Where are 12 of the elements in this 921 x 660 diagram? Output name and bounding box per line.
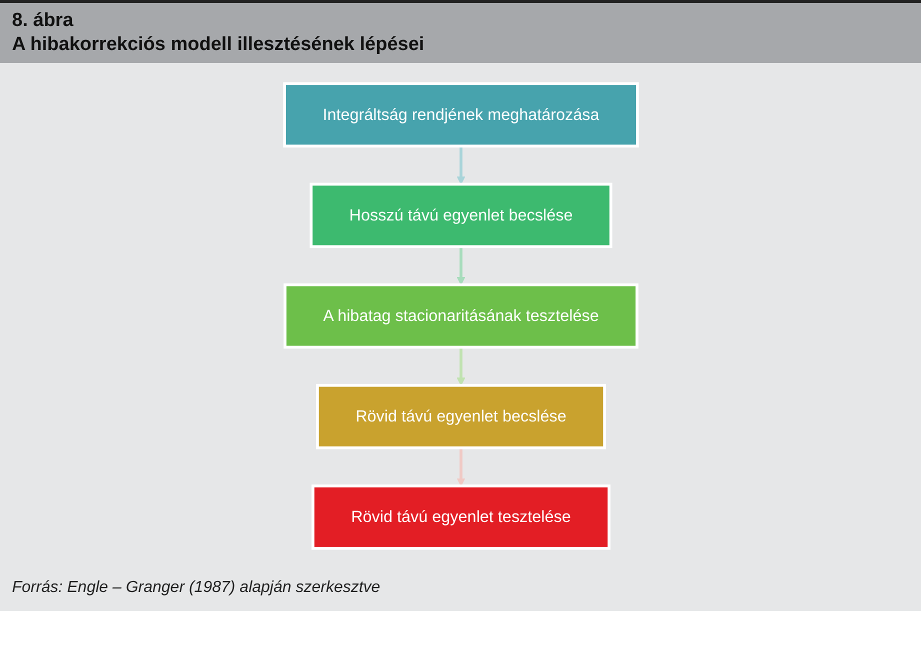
node-box: A hibatag stacionaritásának tesztelése: [283, 283, 638, 349]
figure-number: 8. ábra: [12, 9, 74, 33]
node-box: Integráltság rendjének meghatározása: [282, 82, 638, 148]
arrow: [456, 347, 465, 386]
arrow: [456, 146, 465, 185]
source-caption: Forrás: Engle – Granger (1987) alapján szerkesztve: [12, 579, 380, 596]
arrow: [456, 448, 465, 486]
node-box: Hosszú távú egyenlet becslése: [309, 182, 612, 248]
arrow: [456, 246, 465, 286]
node-box: Rövid távú egyenlet becslése: [316, 384, 606, 450]
node-box: Rövid távú egyenlet tesztelése: [311, 484, 610, 550]
figure-title: A hibakorrekciós modell illesztésének lépései: [12, 33, 426, 57]
